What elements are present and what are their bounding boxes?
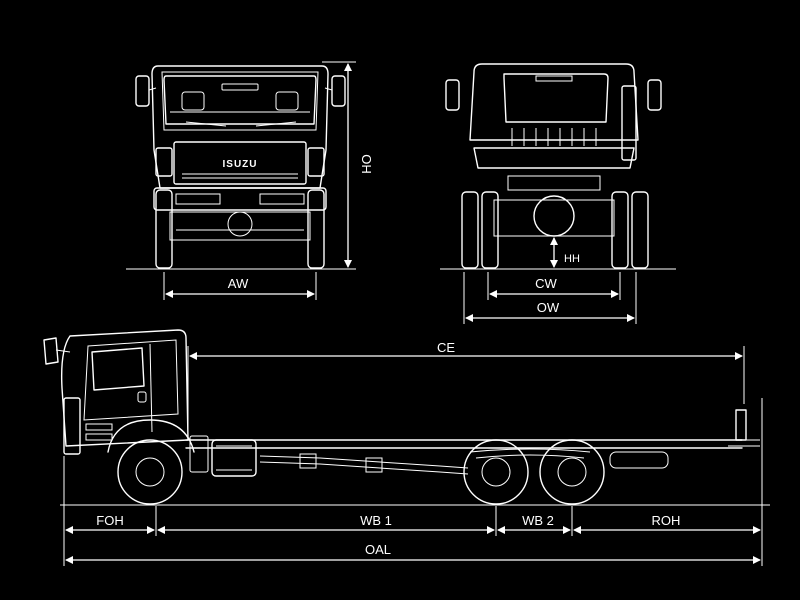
front-view: ISUZU OH AW xyxy=(126,61,374,300)
brand-logo: ISUZU xyxy=(223,159,258,170)
dimension-label-ow: OW xyxy=(537,300,560,315)
side-view: CE FOH WB 1 WB 2 ROH OAL xyxy=(43,329,770,566)
dimension-label-roh: ROH xyxy=(652,513,681,528)
dimension-label-aw: AW xyxy=(228,276,249,291)
dimension-label-oal: OAL xyxy=(365,542,391,557)
dimension-label-wb1: WB 1 xyxy=(360,513,392,528)
dimension-label-cw: CW xyxy=(535,276,557,291)
dimension-label-ce: CE xyxy=(437,340,455,355)
dimension-label-oh: OH xyxy=(359,154,374,174)
dimension-label-hh: HH xyxy=(564,253,580,265)
dimension-label-foh: FOH xyxy=(96,513,123,528)
dimension-label-wb2: WB 2 xyxy=(522,513,554,528)
rear-view: HH CW OW xyxy=(440,63,676,324)
